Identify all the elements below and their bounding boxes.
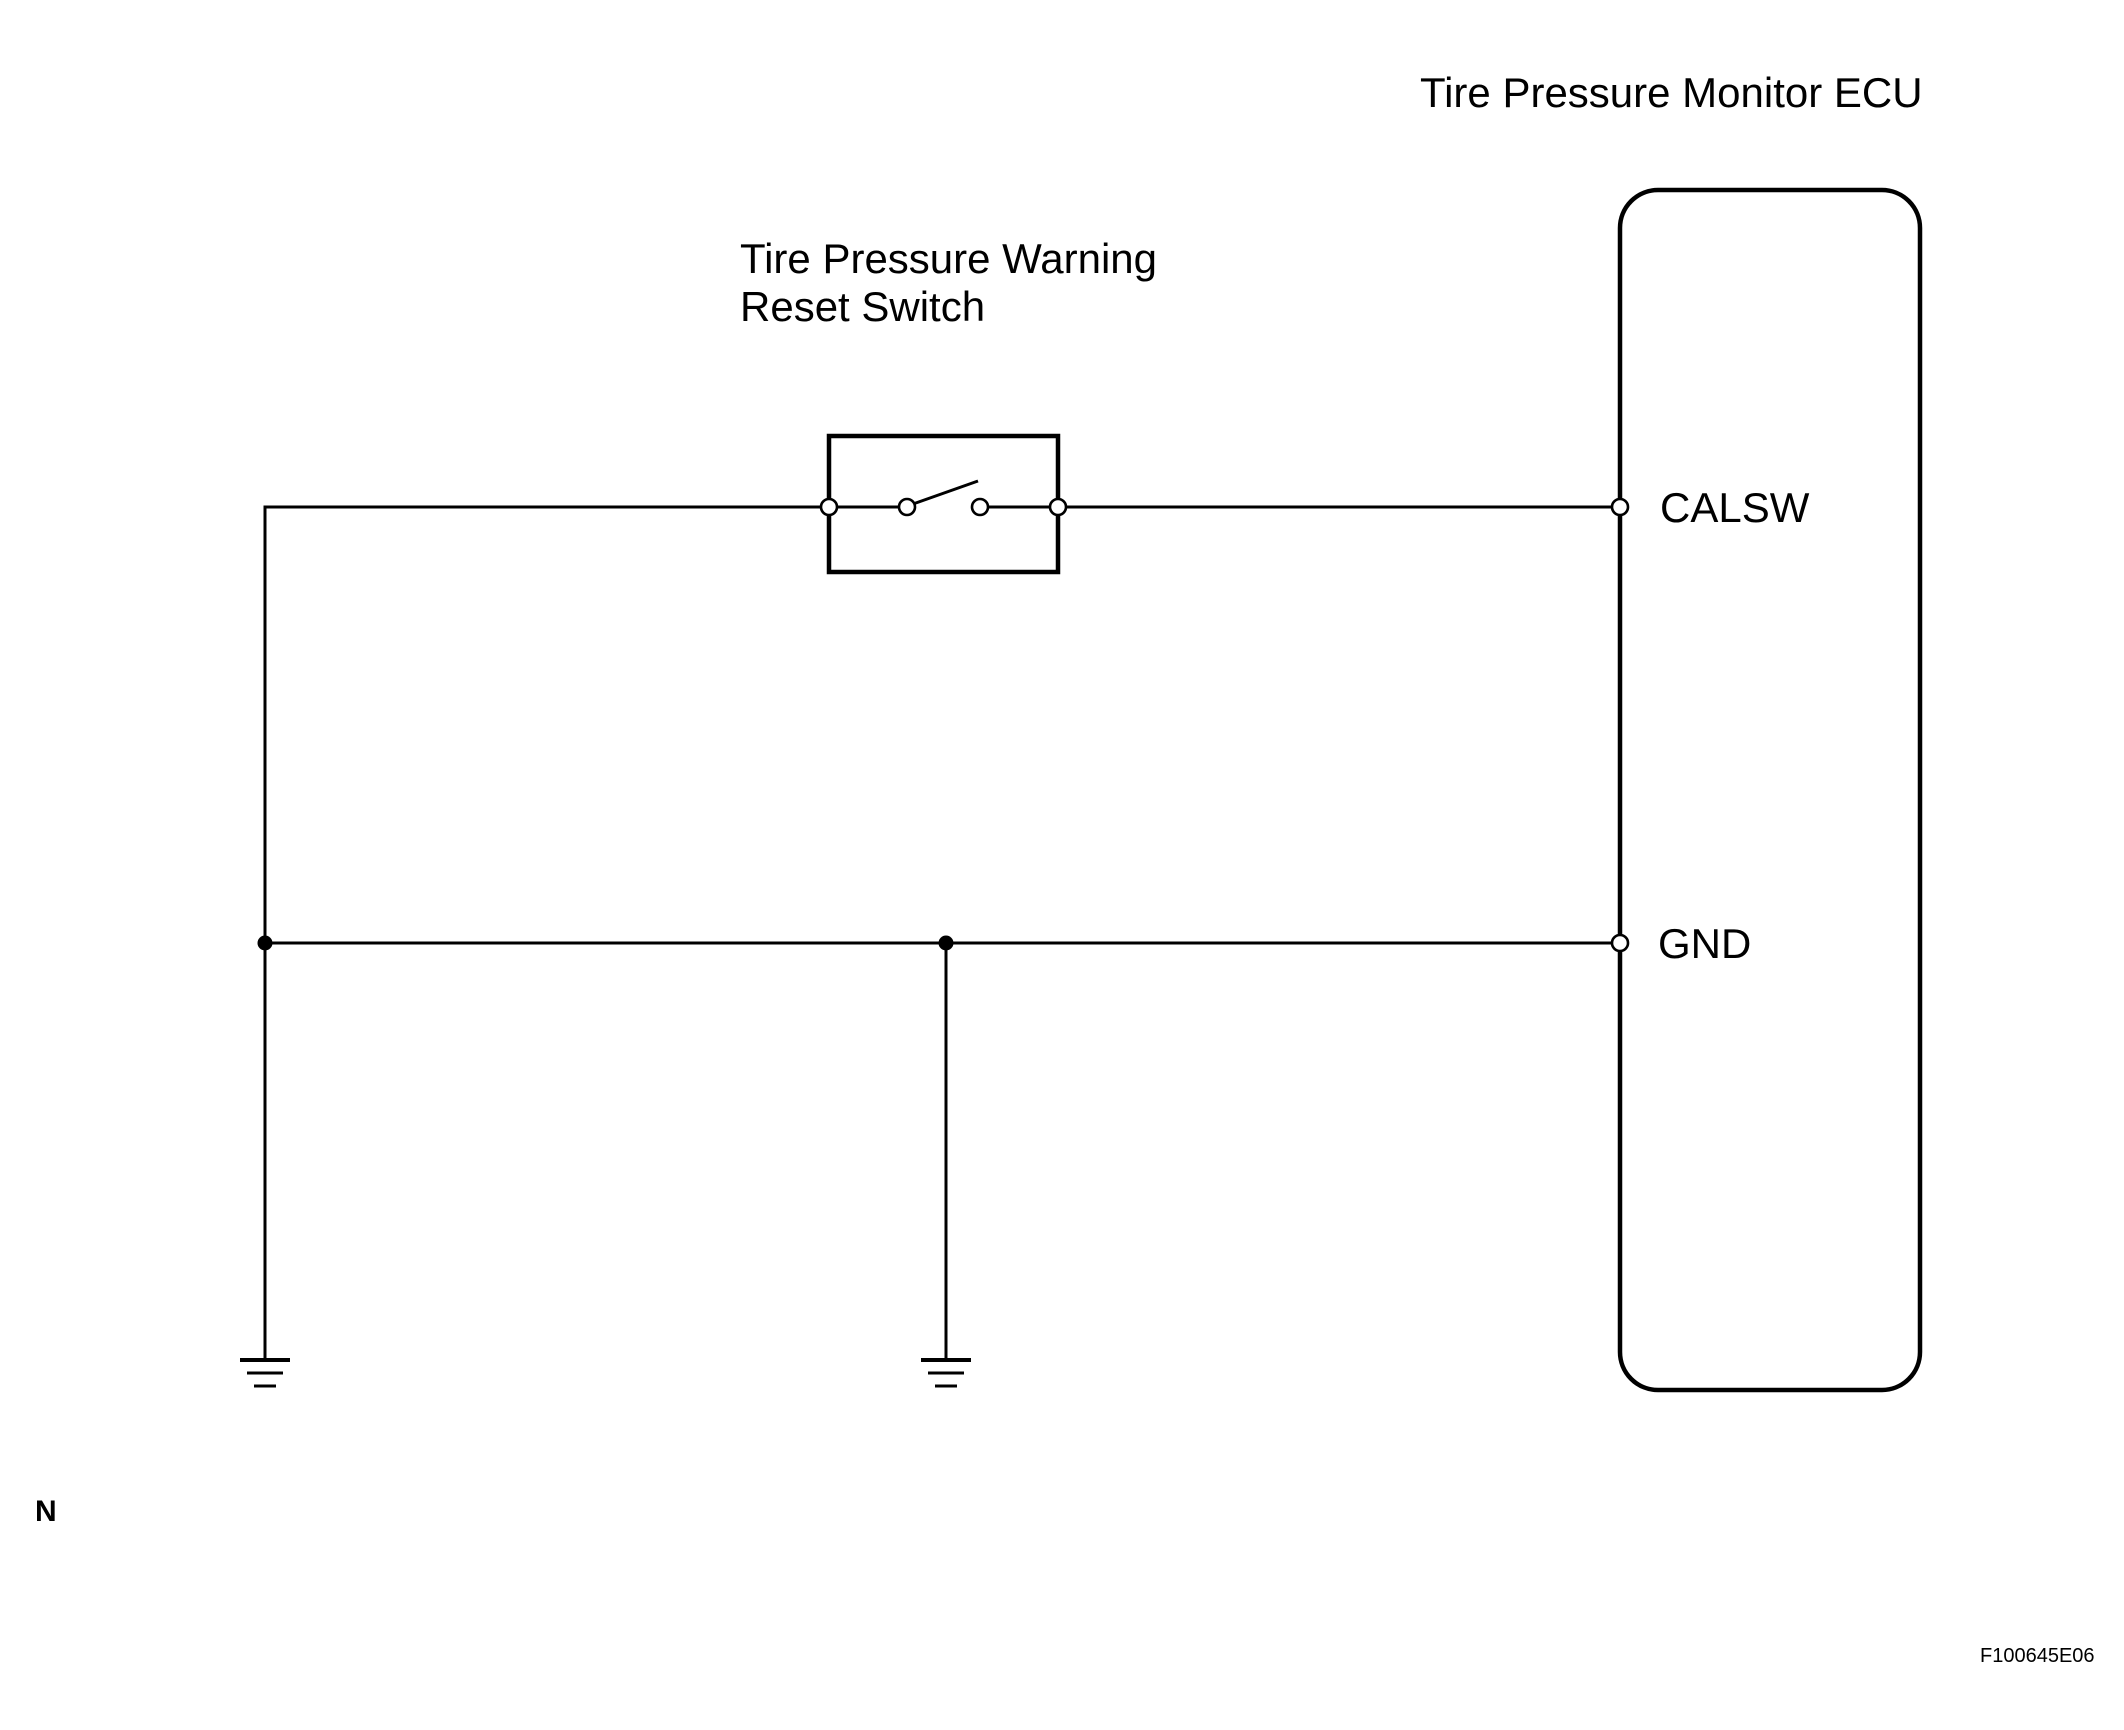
switch-blade [912, 479, 979, 506]
junction-dot-left [257, 935, 273, 951]
switch-box [826, 433, 1061, 575]
switch-title-line1: Tire Pressure Warning [740, 235, 1158, 282]
ecu-title: Tire Pressure Monitor ECU [1420, 69, 1923, 116]
switch-contact-left [897, 497, 917, 517]
junction-dot-middle [938, 935, 954, 951]
corner-mark: N [35, 1495, 57, 1528]
ecu-box [1617, 187, 1923, 1393]
switch-terminal-right [1048, 497, 1068, 517]
ecu-terminal-calsw [1610, 497, 1630, 517]
ecu-terminal-gnd [1610, 933, 1630, 953]
figure-code: F100645E06 [1980, 1645, 2095, 1667]
pin-label-calsw: CALSW [1660, 484, 1810, 531]
pin-label-gnd: GND [1658, 920, 1752, 967]
ground-symbol-left [240, 1358, 290, 1388]
switch-title-line2: Reset Switch [740, 283, 986, 330]
ground-symbol-middle [921, 1358, 971, 1388]
switch-terminal-left [819, 497, 839, 517]
switch-contact-right [970, 497, 990, 517]
wire-switch-to-left-ground [263, 505, 829, 1360]
